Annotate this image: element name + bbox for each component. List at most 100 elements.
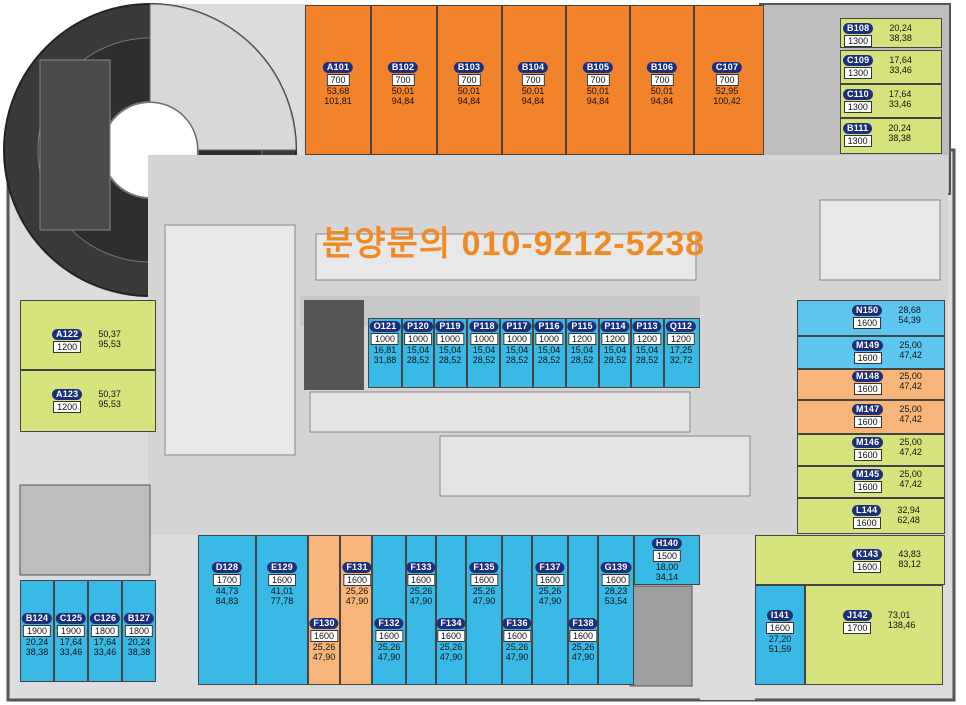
unit-price: 1600: [765, 622, 795, 634]
unit-price: 1600: [853, 383, 882, 395]
unit-price: 1000: [469, 333, 499, 345]
unit-code: F130: [309, 618, 339, 629]
unit-area-exclusive: 53,68: [326, 86, 350, 96]
unit-price: 700: [391, 74, 415, 86]
unit-price: 700: [650, 74, 674, 86]
unit-area-supply: 94,84: [457, 96, 481, 106]
unit-area-exclusive: 44,73: [215, 586, 239, 596]
unit-code: P116: [534, 321, 564, 332]
unit-area-exclusive: 25,00: [899, 437, 922, 447]
unit-area-supply: 94,84: [586, 96, 610, 106]
unit-area-exclusive: 15,04: [537, 345, 561, 355]
unit-area-supply: 47,90: [312, 652, 336, 662]
unit-area-exclusive: 20,24: [25, 637, 49, 647]
unit-price: 700: [457, 74, 481, 86]
unit-code: C125: [55, 613, 87, 624]
unit-area-supply: 47,42: [899, 414, 922, 424]
unit-area-supply: 31,88: [373, 355, 397, 365]
unit-area-supply: 101,81: [324, 96, 352, 106]
unit-price: 1300: [844, 67, 873, 79]
unit-price: 1700: [843, 622, 872, 634]
unit-area-supply: 33,46: [59, 647, 83, 657]
unit-code: B102: [387, 62, 419, 73]
unit-area-exclusive: 25,26: [505, 642, 529, 652]
unit-g139: [598, 535, 634, 685]
unit-area-exclusive: 20,24: [889, 23, 912, 33]
unit-area-exclusive: 15,04: [472, 345, 496, 355]
unit-code: F135: [469, 562, 499, 573]
unit-area-exclusive: 27,20: [768, 634, 792, 644]
unit-area-supply: 47,90: [439, 652, 463, 662]
unit-code: P115: [567, 321, 597, 332]
unit-code: P114: [600, 321, 630, 332]
parking-row-upper: [315, 233, 697, 281]
unit-price: 1600: [469, 574, 499, 586]
unit-area-exclusive: 17,64: [59, 637, 83, 647]
unit-code: M149: [852, 340, 884, 351]
ramp-core: [39, 59, 111, 231]
unit-code: F133: [406, 562, 436, 573]
unit-code: P118: [469, 321, 499, 332]
unit-price: 1600: [342, 574, 372, 586]
unit-area-supply: 47,90: [571, 652, 595, 662]
unit-area-exclusive: 15,04: [505, 345, 529, 355]
unit-area-supply: 95,53: [98, 339, 121, 349]
unit-price: 1200: [666, 333, 696, 345]
unit-area-supply: 94,84: [650, 96, 674, 106]
unit-area-exclusive: 18,00: [655, 562, 679, 572]
unit-price: 1600: [853, 481, 882, 493]
unit-price: 1600: [309, 630, 339, 642]
unit-j142: [805, 585, 943, 685]
unit-area-supply: 28,52: [505, 355, 529, 365]
unit-price: 1700: [212, 574, 242, 586]
unit-code: F132: [374, 618, 404, 629]
unit-area-exclusive: 50,01: [391, 86, 415, 96]
unit-area-exclusive: 50,37: [98, 389, 121, 399]
unit-f132: [372, 535, 406, 685]
unit-code: F138: [568, 618, 598, 629]
unit-area-exclusive: 17,64: [889, 55, 912, 65]
unit-code: B104: [517, 62, 549, 73]
unit-price: 1300: [843, 135, 872, 147]
unit-price: 1300: [843, 101, 872, 113]
unit-area-exclusive: 25,26: [312, 642, 336, 652]
unit-area-exclusive: 32,94: [897, 505, 920, 515]
unit-area-supply: 47,42: [899, 350, 922, 360]
unit-area-supply: 33,46: [888, 99, 912, 109]
unit-code: B103: [453, 62, 485, 73]
unit-i141: [755, 585, 805, 685]
unit-code: P117: [502, 321, 532, 332]
unit-price: 700: [715, 74, 739, 86]
unit-f138: [568, 535, 598, 685]
unit-price: 1200: [53, 341, 82, 353]
unit-price: 1000: [370, 333, 400, 345]
unit-price: 1600: [502, 630, 532, 642]
unit-area-supply: 94,84: [521, 96, 545, 106]
unit-code: A101: [322, 62, 354, 73]
unit-area-exclusive: 28,68: [898, 305, 921, 315]
stair-core-lower-left: [19, 484, 151, 576]
unit-code: G139: [600, 562, 632, 573]
unit-area-supply: 51,59: [768, 644, 792, 654]
unit-area-exclusive: 43,83: [898, 549, 921, 559]
unit-code: B105: [582, 62, 614, 73]
unit-area-exclusive: 25,00: [899, 340, 922, 350]
